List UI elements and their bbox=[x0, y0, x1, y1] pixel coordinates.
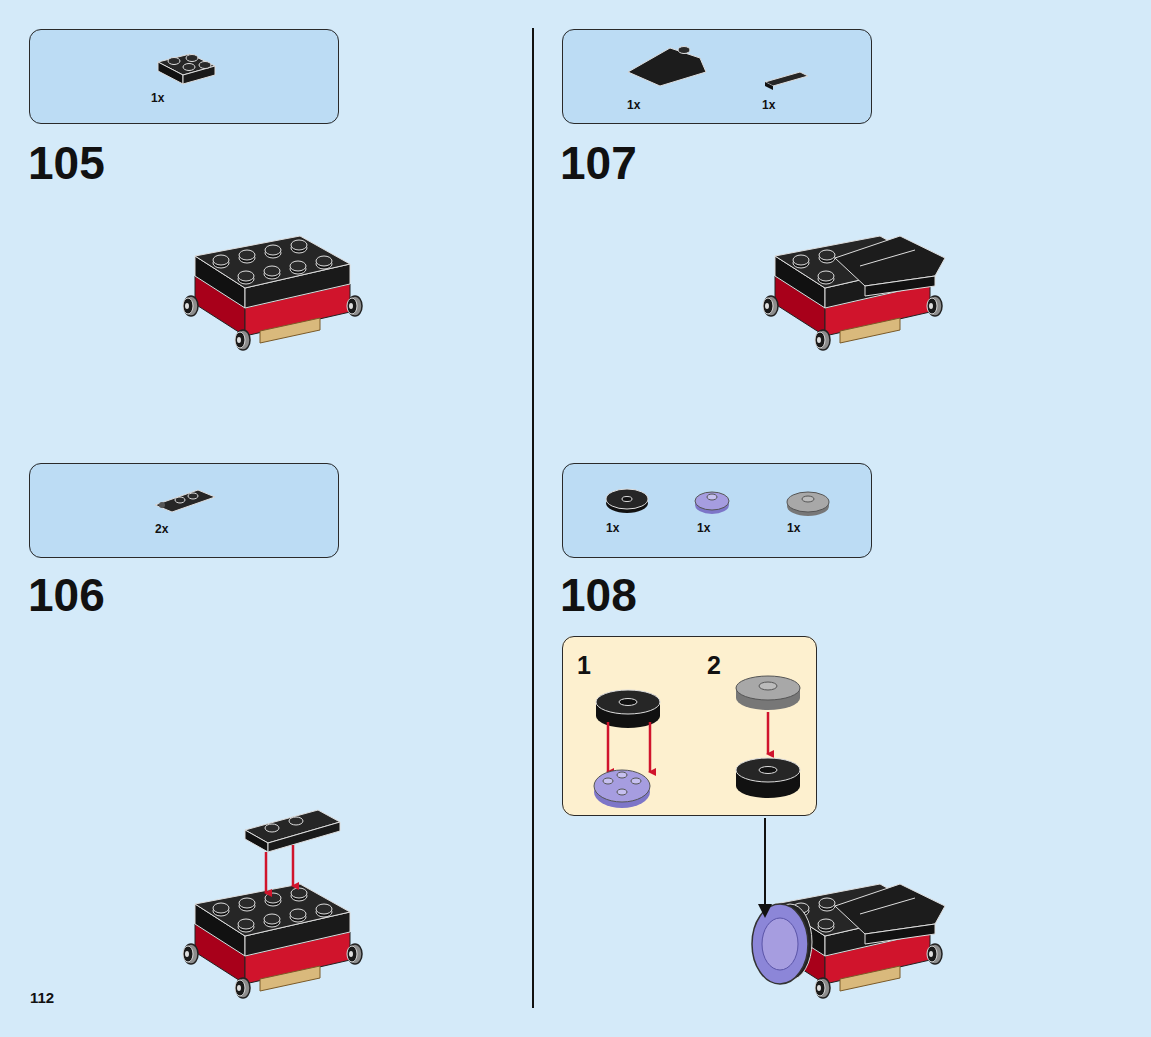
step-number: 108 bbox=[560, 570, 637, 621]
parts-box: 1x 1x bbox=[562, 29, 872, 124]
parts-box: 1x 1x 1x bbox=[562, 463, 872, 558]
step-number: 105 bbox=[28, 138, 105, 189]
quantity-label: 1x bbox=[787, 521, 800, 535]
callout-arrow bbox=[764, 818, 766, 916]
substep-number: 1 bbox=[577, 651, 591, 680]
model bbox=[763, 236, 945, 350]
quantity-label: 1x bbox=[697, 521, 710, 535]
parts-box: 1x bbox=[29, 29, 339, 124]
substep-number: 2 bbox=[707, 651, 721, 680]
substep-art bbox=[594, 676, 800, 808]
part-brick bbox=[158, 54, 215, 84]
step-number: 107 bbox=[560, 138, 637, 189]
quantity-label: 1x bbox=[151, 91, 164, 105]
parts-box: 2x bbox=[29, 463, 339, 558]
model bbox=[183, 884, 362, 998]
quantity-label: 1x bbox=[762, 98, 775, 112]
new-plate bbox=[245, 810, 340, 893]
part-round-tiles bbox=[606, 489, 829, 516]
substep-box: 12 bbox=[562, 636, 817, 816]
step-number: 106 bbox=[28, 570, 105, 621]
quantity-label: 2x bbox=[155, 522, 168, 536]
model bbox=[183, 236, 362, 350]
purple-disc bbox=[752, 904, 812, 984]
part-wedge bbox=[628, 47, 808, 91]
part-plate bbox=[155, 490, 215, 512]
quantity-label: 1x bbox=[627, 98, 640, 112]
page-number: 112 bbox=[30, 990, 54, 1007]
quantity-label: 1x bbox=[606, 521, 619, 535]
